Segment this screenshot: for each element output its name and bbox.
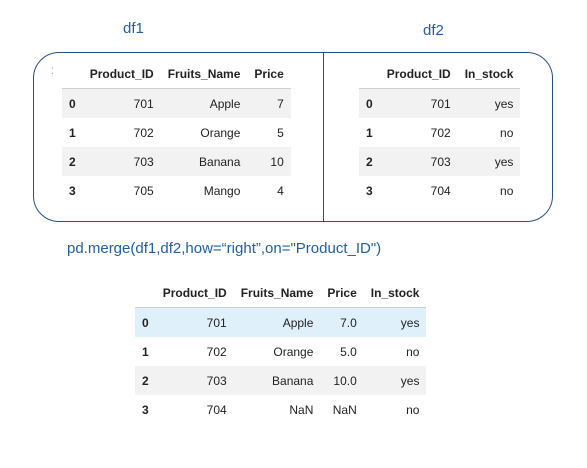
cell-product-id: 701 xyxy=(155,307,234,337)
row-index: 2 xyxy=(135,366,156,395)
cell-product-id: 702 xyxy=(430,125,451,140)
table-row: 2 703 yes xyxy=(359,147,521,176)
result-header-in-stock: In_stock xyxy=(363,278,427,308)
df1-header-price: Price xyxy=(247,59,291,89)
row-index: 1 xyxy=(142,344,149,359)
cell-price: 10 xyxy=(247,147,291,176)
df2-label: df2 xyxy=(423,22,444,39)
cell-product-id: 702 xyxy=(206,344,227,359)
table-row: 3 704 NaN NaN no xyxy=(135,395,426,424)
cell-price: 7.0 xyxy=(320,307,364,337)
row-index: 1 xyxy=(69,125,76,140)
df2-header-product-id: Product_ID xyxy=(379,59,458,89)
cell-price: 4 xyxy=(277,183,284,198)
frame-divider xyxy=(323,52,325,222)
cell-fruits-name: Orange xyxy=(200,125,241,140)
result-index-header xyxy=(135,278,156,308)
cell-product-id: 703 xyxy=(379,147,458,176)
row-index: 1 xyxy=(366,125,373,140)
row-index: 0 xyxy=(62,88,83,118)
table-row: 1 702 Orange 5.0 no xyxy=(135,337,426,366)
cell-in-stock: yes xyxy=(363,366,427,395)
table-row: 1 702 no xyxy=(359,118,520,147)
row-index: 2 xyxy=(359,147,380,176)
table-row: 0 701 Apple 7 xyxy=(62,88,291,118)
cell-fruits-name: Apple xyxy=(160,88,248,118)
row-index: 0 xyxy=(135,307,156,337)
row-index: 2 xyxy=(62,147,83,176)
table-row: 3 705 Mango 4 xyxy=(62,176,291,205)
cell-product-id: 701 xyxy=(379,88,458,118)
table-row: 2 703 Banana 10 xyxy=(62,147,291,176)
cell-in-stock: no xyxy=(500,183,514,198)
df2-table: Product_ID In_stock 0 701 yes 1 702 no 2… xyxy=(359,59,521,205)
scroll-handle-icon: ⁚ xyxy=(51,66,54,76)
cell-price: 5 xyxy=(277,125,284,140)
row-index: 3 xyxy=(69,183,76,198)
cell-in-stock: yes xyxy=(457,88,521,118)
df1-header-product-id: Product_ID xyxy=(82,59,161,89)
cell-price: 10.0 xyxy=(320,366,364,395)
cell-product-id: 701 xyxy=(82,88,161,118)
df1-label: df1 xyxy=(123,20,144,37)
df1-header-row: Product_ID Fruits_Name Price xyxy=(62,59,291,89)
row-index: 0 xyxy=(359,88,380,118)
row-index: 3 xyxy=(366,183,373,198)
result-header-row: Product_ID Fruits_Name Price In_stock xyxy=(135,278,427,308)
df2-index-header xyxy=(359,59,380,89)
cell-product-id: 703 xyxy=(155,366,234,395)
cell-price: NaN xyxy=(332,402,357,417)
row-index: 3 xyxy=(142,402,149,417)
df1-index-header xyxy=(62,59,83,89)
table-row: 0 701 yes xyxy=(359,88,521,118)
df2-header-row: Product_ID In_stock xyxy=(359,59,521,89)
cell-product-id: 704 xyxy=(206,402,227,417)
cell-fruits-name: Orange xyxy=(273,344,314,359)
result-header-product-id: Product_ID xyxy=(155,278,234,308)
result-table: Product_ID Fruits_Name Price In_stock 0 … xyxy=(135,278,427,424)
table-row: 2 703 Banana 10.0 yes xyxy=(135,366,427,395)
cell-price: 7 xyxy=(247,88,291,118)
cell-product-id: 705 xyxy=(133,183,154,198)
cell-in-stock: yes xyxy=(363,307,427,337)
table-row: 0 701 Apple 7.0 yes xyxy=(135,307,427,337)
cell-in-stock: no xyxy=(500,125,514,140)
cell-in-stock: yes xyxy=(457,147,521,176)
table-row: 1 702 Orange 5 xyxy=(62,118,291,147)
table-row: 3 704 no xyxy=(359,176,520,205)
cell-in-stock: no xyxy=(406,402,420,417)
cell-product-id: 704 xyxy=(430,183,451,198)
df1-header-fruits-name: Fruits_Name xyxy=(160,59,248,89)
cell-product-id: 702 xyxy=(133,125,154,140)
cell-price: 5.0 xyxy=(340,344,357,359)
cell-fruits-name: Apple xyxy=(233,307,321,337)
df2-header-in-stock: In_stock xyxy=(457,59,521,89)
cell-fruits-name: Banana xyxy=(160,147,248,176)
dataframes-frame xyxy=(33,52,553,222)
cell-fruits-name: Mango xyxy=(203,183,241,198)
merge-code: pd.merge(df1,df2,how=“right”,on="Product… xyxy=(67,240,382,257)
cell-product-id: 703 xyxy=(82,147,161,176)
result-header-price: Price xyxy=(320,278,364,308)
cell-in-stock: no xyxy=(406,344,420,359)
cell-fruits-name: NaN xyxy=(289,402,314,417)
result-header-fruits-name: Fruits_Name xyxy=(233,278,321,308)
df1-table: Product_ID Fruits_Name Price 0 701 Apple… xyxy=(62,59,291,205)
cell-fruits-name: Banana xyxy=(233,366,321,395)
